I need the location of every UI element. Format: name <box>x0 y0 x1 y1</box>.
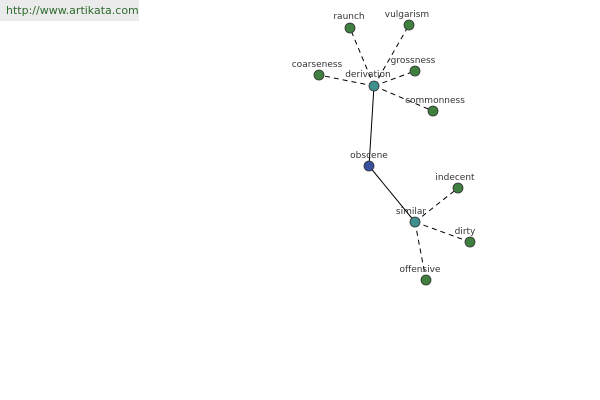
node-label-coarseness: coarseness <box>292 60 343 70</box>
node-obscene[interactable] <box>363 160 375 172</box>
url-banner: http://www.artikata.com <box>0 0 139 21</box>
edge-similar-offensive <box>414 221 427 281</box>
node-label-commonness: commonness <box>405 96 465 106</box>
node-derivation[interactable] <box>368 80 380 92</box>
edge-derivation-vulgarism <box>373 24 410 87</box>
edge-similar-dirty <box>414 221 471 243</box>
edge-similar-indecent <box>414 187 459 223</box>
node-label-grossness: grossness <box>391 56 436 66</box>
labels-layer: obscene derivation similar raunch vulgarism c… <box>292 10 476 275</box>
node-label-derivation: derivation <box>345 70 391 80</box>
edge-obscene-derivation <box>368 85 375 167</box>
edge-derivation-commonness <box>373 85 434 112</box>
node-dirty[interactable] <box>464 236 476 248</box>
edge-derivation-grossness <box>373 70 416 87</box>
edge-obscene-similar <box>368 165 416 223</box>
site-url-link[interactable]: http://www.artikata.com <box>6 4 139 17</box>
node-label-vulgarism: vulgarism <box>385 10 429 20</box>
node-vulgarism[interactable] <box>403 19 415 31</box>
node-label-offensive: offensive <box>399 265 440 275</box>
node-coarseness[interactable] <box>313 69 325 81</box>
node-label-similar: similar <box>396 207 426 217</box>
edge-derivation-raunch <box>349 27 375 87</box>
node-similar[interactable] <box>409 216 421 228</box>
node-grossness[interactable] <box>409 65 421 77</box>
node-label-indecent: indecent <box>435 173 475 183</box>
node-label-obscene: obscene <box>350 151 388 161</box>
node-label-dirty: dirty <box>455 227 476 237</box>
edges-layer <box>318 24 471 281</box>
nodes-layer <box>313 19 476 286</box>
node-offensive[interactable] <box>420 274 432 286</box>
node-commonness[interactable] <box>427 105 439 117</box>
node-label-raunch: raunch <box>333 12 364 22</box>
edge-derivation-coarseness <box>318 74 375 87</box>
node-raunch[interactable] <box>344 22 356 34</box>
node-indecent[interactable] <box>452 182 464 194</box>
